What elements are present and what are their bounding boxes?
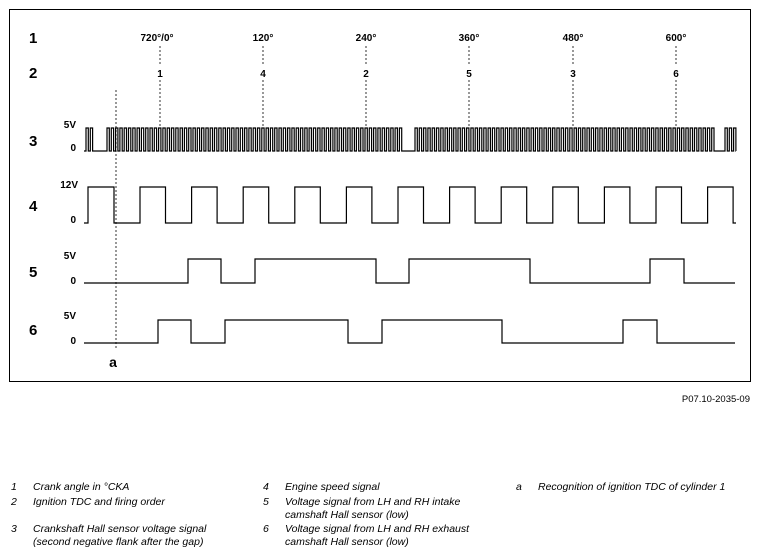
row6-high-label: 5V <box>64 311 77 322</box>
crank-angle-label-1: 120° <box>253 33 274 44</box>
crank-angle-label-2: 240° <box>356 33 377 44</box>
legend-text: camshaft Hall sensor (low) <box>285 536 409 548</box>
firing-order-label-3: 5 <box>466 69 472 80</box>
legend-number: a <box>516 481 522 493</box>
row4-low-label: 0 <box>70 215 76 226</box>
legend-number: 3 <box>11 523 17 535</box>
legend-text: Crankshaft Hall sensor voltage signal <box>33 523 207 535</box>
firing-order-label-0: 1 <box>157 69 163 80</box>
row5-low-label: 0 <box>70 276 76 287</box>
legend-text: Crank angle in °CKA <box>33 481 130 493</box>
row3-high-label: 5V <box>64 120 77 131</box>
legend-number: 6 <box>263 523 269 535</box>
legend-text: Ignition TDC and firing order <box>33 496 165 508</box>
crank-angle-label-3: 360° <box>459 33 480 44</box>
row-number-5: 5 <box>29 264 37 281</box>
legend-item-2: 2 Ignition TDC and firing order <box>11 496 251 510</box>
legend-item-1: 1 Crank angle in °CKA <box>11 481 251 495</box>
legend-text: camshaft Hall sensor (low) <box>285 509 409 521</box>
legend-item-a: a Recognition of ignition TDC of cylinde… <box>516 481 756 495</box>
legend-text: (second negative flank after the gap) <box>33 536 204 548</box>
crank-angle-label-5: 600° <box>666 33 687 44</box>
intake-camshaft-signal-waveform <box>84 258 735 284</box>
exhaust-camshaft-signal-waveform <box>84 319 735 344</box>
legend-number: 1 <box>11 481 17 493</box>
legend-item-5: 5 Voltage signal from LH and RH intake c… <box>263 496 503 524</box>
row3-low-label: 0 <box>70 143 76 154</box>
row4-high-label: 12V <box>60 180 78 191</box>
crankshaft-hall-signal-waveform <box>84 127 737 152</box>
crank-angle-label-0: 720°/0° <box>140 33 173 44</box>
legend-item-6: 6 Voltage signal from LH and RH exhaust … <box>263 523 503 551</box>
legend-text: Voltage signal from LH and RH exhaust <box>285 523 470 535</box>
legend-item-3: 3 Crankshaft Hall sensor voltage signal … <box>11 523 251 551</box>
row-number-6: 6 <box>29 322 37 339</box>
legend-number: 4 <box>263 481 269 493</box>
legend-item-4: 4 Engine speed signal <box>263 481 503 495</box>
row6-low-label: 0 <box>70 336 76 347</box>
firing-order-label-5: 6 <box>673 69 679 80</box>
diagram-frame <box>9 9 751 382</box>
document-code: P07.10-2035-09 <box>681 394 750 405</box>
firing-order-label-1: 4 <box>260 69 266 80</box>
row-number-2: 2 <box>29 65 37 82</box>
legend-number: 5 <box>263 496 269 508</box>
firing-order-label-2: 2 <box>363 69 369 80</box>
marker-a-label: a <box>109 354 117 370</box>
legend-text: Engine speed signal <box>285 481 380 493</box>
firing-order-label-4: 3 <box>570 69 576 80</box>
legend-text: Voltage signal from LH and RH intake <box>285 496 461 508</box>
legend-number: 2 <box>11 496 17 508</box>
row-number-1: 1 <box>29 30 37 47</box>
crank-angle-label-4: 480° <box>563 33 584 44</box>
row-number-3: 3 <box>29 133 37 150</box>
legend-text: Recognition of ignition TDC of cylinder … <box>538 481 726 493</box>
row5-high-label: 5V <box>64 251 77 262</box>
engine-speed-signal-waveform <box>84 186 736 224</box>
row-number-4: 4 <box>29 198 38 215</box>
